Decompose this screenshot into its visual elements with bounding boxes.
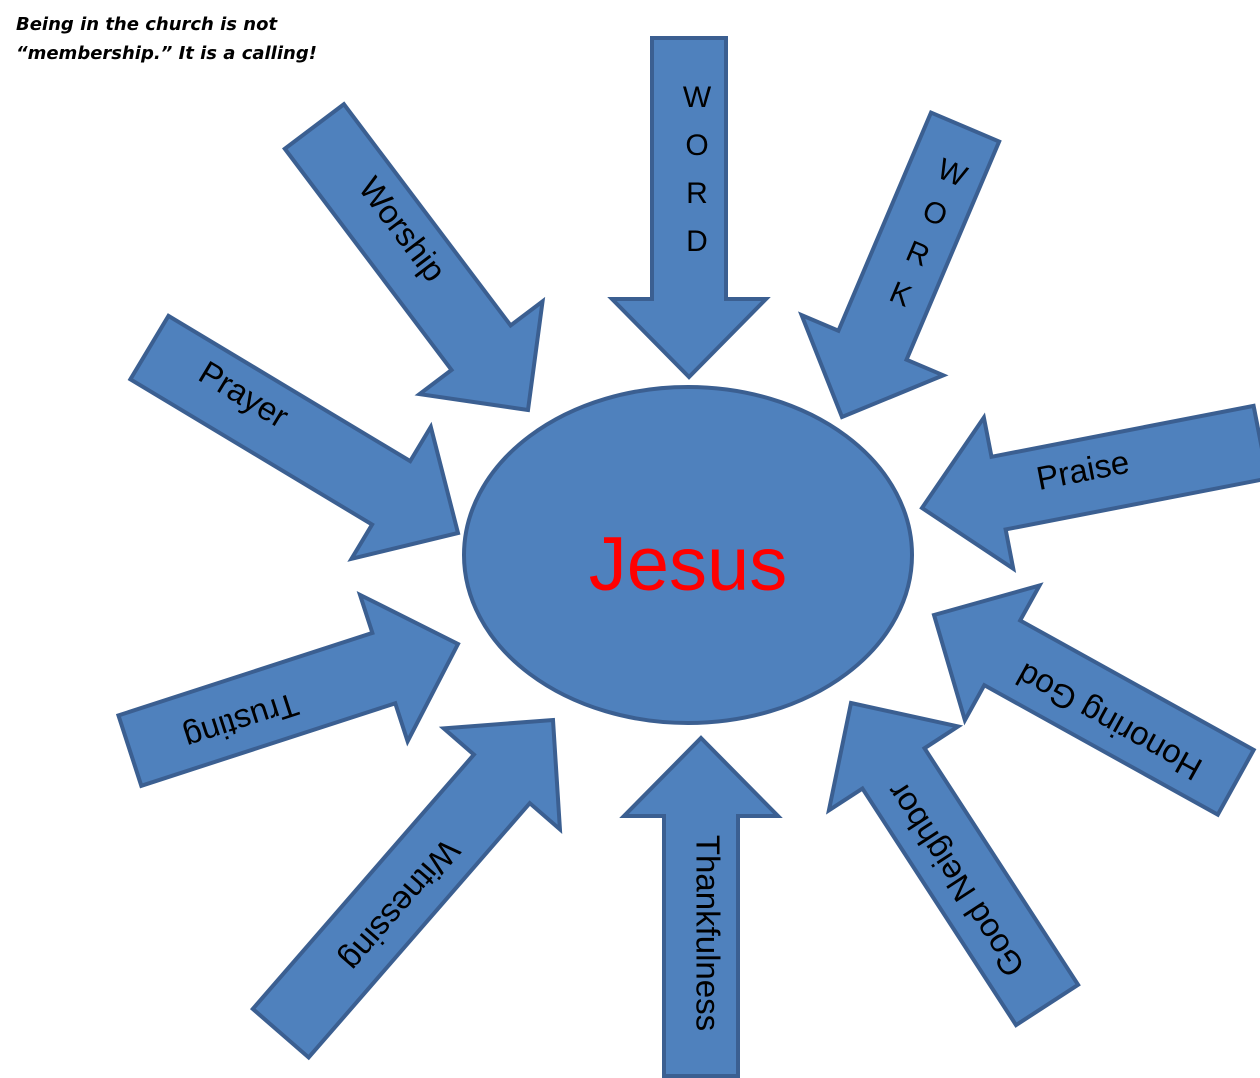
arrow-word-letter: O bbox=[685, 129, 708, 162]
arrow-praise: Praise bbox=[919, 403, 1260, 574]
arrow-trusting: Trusting bbox=[115, 590, 461, 789]
arrow-word-letter: R bbox=[686, 177, 708, 210]
arrow-thankfulness: Thankfulness bbox=[619, 735, 783, 1078]
arrow-witnessing-shape bbox=[249, 717, 563, 1061]
caption-line-2: “membership.” It is a calling! bbox=[16, 43, 317, 64]
arrow-word-letter: W bbox=[683, 81, 712, 114]
arrow-thankfulness-label: Thankfulness bbox=[689, 835, 726, 1031]
arrow-word-letter: D bbox=[686, 225, 708, 258]
arrow-prayer-shape bbox=[127, 313, 461, 562]
arrow-word-shape bbox=[607, 36, 771, 380]
arrow-honoring-god-shape bbox=[931, 582, 1257, 818]
arrow-praise-shape bbox=[919, 403, 1260, 574]
arrow-trusting-shape bbox=[115, 590, 461, 789]
arrow-thankfulness-shape bbox=[619, 735, 783, 1078]
center-ellipse bbox=[462, 385, 914, 725]
caption-line-1: Being in the church is not bbox=[16, 14, 278, 35]
arrow-worship-shape bbox=[282, 101, 546, 413]
caption: Being in the church is not “membership.”… bbox=[16, 10, 346, 68]
center-label: Jesus bbox=[589, 522, 788, 607]
arrow-good-neighbor-shape bbox=[825, 700, 1081, 1028]
arrow-work-shape bbox=[797, 109, 1002, 420]
